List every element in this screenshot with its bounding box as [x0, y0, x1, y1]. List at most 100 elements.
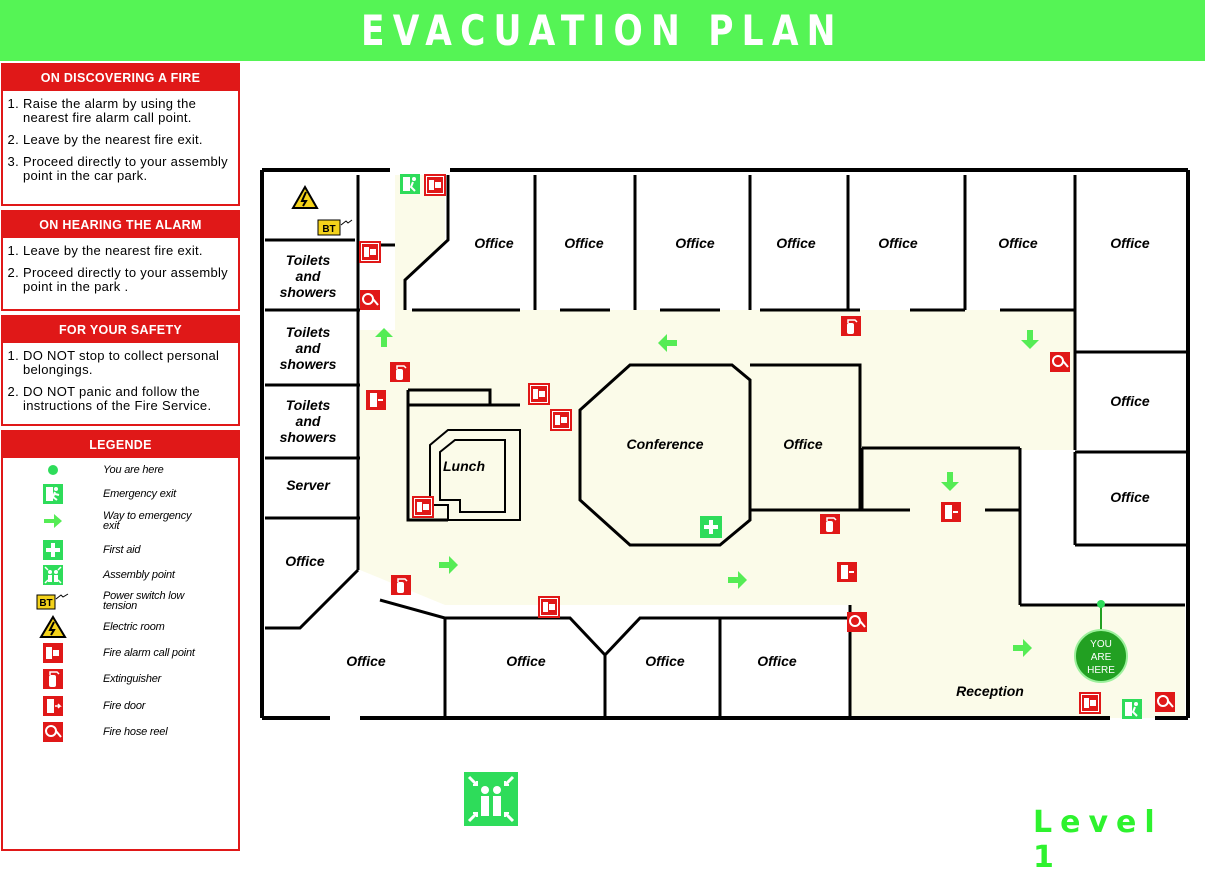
hose-reel-icon — [1154, 691, 1176, 713]
legend-item-hose-reel: Fire hose reel — [3, 721, 239, 743]
room-label-reception: Reception — [956, 683, 1024, 699]
room-label-toilets: showers — [280, 356, 337, 372]
instruction-item: 2.DO NOT panic and follow the instructio… — [7, 384, 212, 413]
room-label-office: Office — [998, 235, 1038, 251]
legend-item-fire-alarm: Fire alarm call point — [3, 642, 239, 664]
assembly-point-icon — [464, 772, 518, 826]
legend-item-extinguisher: Extinguisher — [3, 668, 239, 690]
legend-item-assembly-point: Assembly point — [3, 564, 239, 586]
panel-heading: ON HEARING THE ALARM — [3, 212, 238, 238]
room-label-toilets: and — [296, 340, 321, 356]
fire-alarm-icon — [359, 241, 381, 263]
panel-heading: ON DISCOVERING A FIRE — [3, 65, 238, 91]
power-switch-icon: BT — [36, 593, 69, 610]
fire-alarm-icon — [528, 383, 550, 405]
hose-reel-icon — [43, 722, 63, 742]
room-label-lunch: Lunch — [443, 458, 485, 474]
room-label-toilets: and — [296, 268, 321, 284]
legend-item-power-switch: BT Power switch low tension — [3, 590, 239, 612]
you-are-here-text: ARE — [1091, 652, 1112, 663]
legend-item-electric-room: Electric room — [3, 615, 239, 638]
page-title: EVACUATION PLAN — [361, 6, 844, 55]
room-label-office: Office — [783, 436, 823, 452]
corridor-area — [360, 175, 1185, 718]
first-aid-icon — [700, 516, 722, 538]
power-switch-badge: BT — [39, 598, 52, 609]
exit-arrow-icon — [44, 514, 62, 528]
room-label-office: Office — [1110, 489, 1150, 505]
fire-door-icon — [940, 501, 962, 523]
room-label-server: Server — [286, 477, 331, 493]
legend-item-fire-door: Fire door — [3, 695, 239, 717]
legend-item-emergency-exit: Emergency exit — [3, 483, 239, 505]
instruction-item: 3.Proceed directly to your assembly poin… — [7, 154, 228, 183]
you-are-here-text: HERE — [1087, 665, 1115, 676]
fire-alarm-icon — [1079, 692, 1101, 714]
power-switch-badge: BT — [322, 224, 335, 235]
room-label-office: Office — [878, 235, 918, 251]
extinguisher-icon — [389, 361, 411, 383]
room-label-office: Office — [675, 235, 715, 251]
panel-heading: FOR YOUR SAFETY — [3, 317, 238, 343]
legend-item-you-are-here: You are here — [3, 459, 239, 481]
room-label-toilets: showers — [280, 429, 337, 445]
instruction-item: 1.Raise the alarm by using the nearest f… — [7, 96, 197, 125]
room-label-toilets: Toilets — [286, 397, 331, 413]
fire-alarm-icon — [424, 174, 446, 196]
emergency-exit-icon — [399, 173, 421, 195]
instruction-item: 1.Leave by the nearest fire exit. — [7, 243, 203, 258]
fire-door-icon — [43, 696, 63, 716]
room-label-toilets: showers — [280, 284, 337, 300]
room-label-office: Office — [506, 653, 546, 669]
legend-item-first-aid: First aid — [3, 539, 239, 561]
fire-alarm-icon — [412, 496, 434, 518]
room-label-toilets: Toilets — [286, 324, 331, 340]
room-label-office: Office — [757, 653, 797, 669]
electric-room-icon — [39, 615, 67, 638]
room-label-office: Office — [776, 235, 816, 251]
fire-alarm-icon — [550, 409, 572, 431]
room-label-office: Office — [645, 653, 685, 669]
room-label-office: Office — [564, 235, 604, 251]
emergency-exit-icon — [43, 484, 63, 504]
hose-reel-icon — [359, 289, 381, 311]
hose-reel-icon — [1049, 351, 1071, 373]
hose-reel-icon — [846, 611, 868, 633]
you-are-here-marker: YOU ARE HERE — [1074, 600, 1128, 683]
emergency-exit-icon — [1121, 698, 1143, 720]
instruction-item: 2.Leave by the nearest fire exit. — [7, 132, 203, 147]
extinguisher-icon — [819, 513, 841, 535]
outer-walls — [260, 168, 1190, 720]
fire-alarm-icon — [538, 596, 560, 618]
panel-hearing-alarm: ON HEARING THE ALARM 1.Leave by the near… — [1, 210, 240, 311]
interior-walls — [265, 175, 1188, 718]
room-label-office: Office — [1110, 235, 1150, 251]
room-label-conference: Conference — [626, 436, 703, 452]
panel-heading: LEGENDE — [3, 432, 238, 458]
first-aid-icon — [43, 540, 63, 560]
assembly-point-icon — [43, 565, 63, 585]
instruction-item: 1.DO NOT stop to collect personal belong… — [7, 348, 220, 377]
extinguisher-icon — [840, 315, 862, 337]
room-label-office: Office — [346, 653, 386, 669]
room-label-office: Office — [474, 235, 514, 251]
fire-door-icon — [836, 561, 858, 583]
title-banner: EVACUATION PLAN — [0, 0, 1205, 61]
extinguisher-icon — [390, 574, 412, 596]
floor-plan: Office Office Office Office Office Offic… — [260, 168, 1190, 720]
panel-for-your-safety: FOR YOUR SAFETY 1.DO NOT stop to collect… — [1, 315, 240, 426]
you-are-here-text: YOU — [1090, 639, 1112, 650]
room-label-toilets: and — [296, 413, 321, 429]
extinguisher-icon — [43, 669, 63, 689]
room-label-office: Office — [1110, 393, 1150, 409]
panel-discovering-fire: ON DISCOVERING A FIRE 1.Raise the alarm … — [1, 63, 240, 206]
electric-room-icon — [291, 184, 319, 209]
fire-alarm-icon — [43, 643, 63, 663]
level-indicator: Level 1 — [1033, 805, 1163, 875]
you-are-here-dot-icon — [48, 465, 58, 475]
fire-door-icon — [365, 389, 387, 411]
legend-item-exit-route: Way to emergency exit — [3, 510, 239, 532]
panel-legend: LEGENDE You are here Emergency exit Way … — [1, 430, 240, 851]
power-switch-icon: BT — [317, 219, 353, 236]
room-label-toilets: Toilets — [286, 252, 331, 268]
